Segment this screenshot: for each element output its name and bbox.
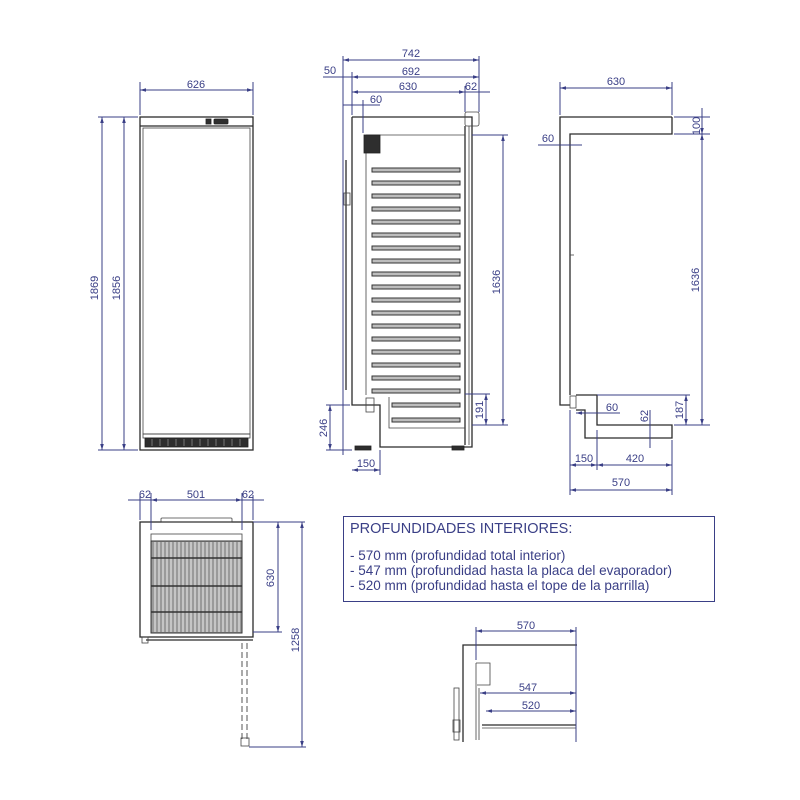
side-total-depth-dimension: 742 bbox=[402, 48, 420, 60]
top-view-wire-shelf bbox=[150, 540, 243, 634]
section-interior-depth-dimension: 570 bbox=[612, 477, 630, 489]
top-inner-width-dimension: 501 bbox=[187, 489, 205, 501]
detail-evaporator-depth-dimension: 547 bbox=[519, 682, 537, 694]
section-wall-offset-dimension: 60 bbox=[606, 402, 618, 414]
info-line-evaporator-depth: - 547 mm (profundidad hasta la placa del… bbox=[350, 563, 672, 578]
detail-shelf-stop-depth-dimension: 520 bbox=[522, 700, 540, 712]
top-view: 62 501 62 630 1258 bbox=[128, 489, 306, 748]
side-wall-thickness-dimension: 60 bbox=[370, 94, 382, 106]
front-door bbox=[142, 127, 251, 435]
front-width-dimension: 626 bbox=[187, 79, 205, 91]
section-top-height-dimension: 100 bbox=[691, 117, 703, 135]
side-handle-offset-dimension: 50 bbox=[324, 65, 336, 77]
side-body-depth-dimension: 692 bbox=[402, 66, 420, 78]
side-section-view: 742 50 692 630 62 60 1636 191 246 150 bbox=[318, 48, 508, 475]
section-floor-thickness-dimension: 62 bbox=[639, 410, 651, 422]
side-cabinet-depth-dimension: 630 bbox=[399, 81, 417, 93]
side-interior-height-dimension: 1636 bbox=[491, 270, 503, 294]
side-compressor-depth-dimension: 150 bbox=[357, 458, 375, 470]
top-right-wall-dimension: 62 bbox=[242, 489, 254, 501]
info-box-title: PROFUNDIDADES INTERIORES: bbox=[350, 521, 573, 537]
side-base-height-dimension: 246 bbox=[318, 419, 330, 437]
evaporator-fan-icon bbox=[363, 134, 381, 154]
front-view: 626 1869 1856 bbox=[89, 79, 254, 451]
drain-pipe bbox=[365, 397, 375, 413]
section-interior-height-dimension: 1636 bbox=[690, 268, 702, 292]
section-floor-depth-dimension: 420 bbox=[626, 453, 644, 465]
control-button-icon bbox=[205, 118, 212, 125]
thermostat-display-icon bbox=[213, 118, 229, 125]
door-hinge bbox=[464, 111, 480, 127]
top-door-open-depth-dimension: 1258 bbox=[290, 628, 302, 652]
front-cabinet-outline bbox=[139, 116, 254, 451]
door-open-hinge bbox=[240, 737, 250, 747]
section-top-depth-dimension: 630 bbox=[607, 76, 625, 88]
interior-depths-info-box: PROFUNDIDADES INTERIORES: - 570 mm (prof… bbox=[343, 516, 715, 602]
info-line-total-depth: - 570 mm (profundidad total interior) bbox=[350, 548, 566, 563]
front-body-height-dimension: 1856 bbox=[111, 276, 123, 300]
detail-total-depth-dimension: 570 bbox=[517, 620, 535, 632]
depth-detail-view: 570 547 520 bbox=[452, 620, 577, 742]
section-compartment-height-dimension: 187 bbox=[674, 401, 686, 419]
section-wall-thickness-dimension: 60 bbox=[542, 133, 554, 145]
top-depth-dimension: 630 bbox=[265, 569, 277, 587]
side-bottom-shelf-dimension: 191 bbox=[474, 401, 486, 419]
shelves bbox=[371, 167, 461, 423]
ventilation-grille bbox=[144, 437, 249, 448]
side-door-thickness-dimension: 62 bbox=[465, 81, 477, 93]
front-overall-height-dimension: 1869 bbox=[89, 276, 101, 300]
interior-section-view: 630 100 60 1636 187 60 62 150 420 570 bbox=[538, 76, 710, 495]
top-left-wall-dimension: 62 bbox=[139, 489, 151, 501]
section-step-depth-dimension: 150 bbox=[575, 453, 593, 465]
info-line-shelf-stop-depth: - 520 mm (profundidad hasta el tope de l… bbox=[350, 578, 650, 593]
